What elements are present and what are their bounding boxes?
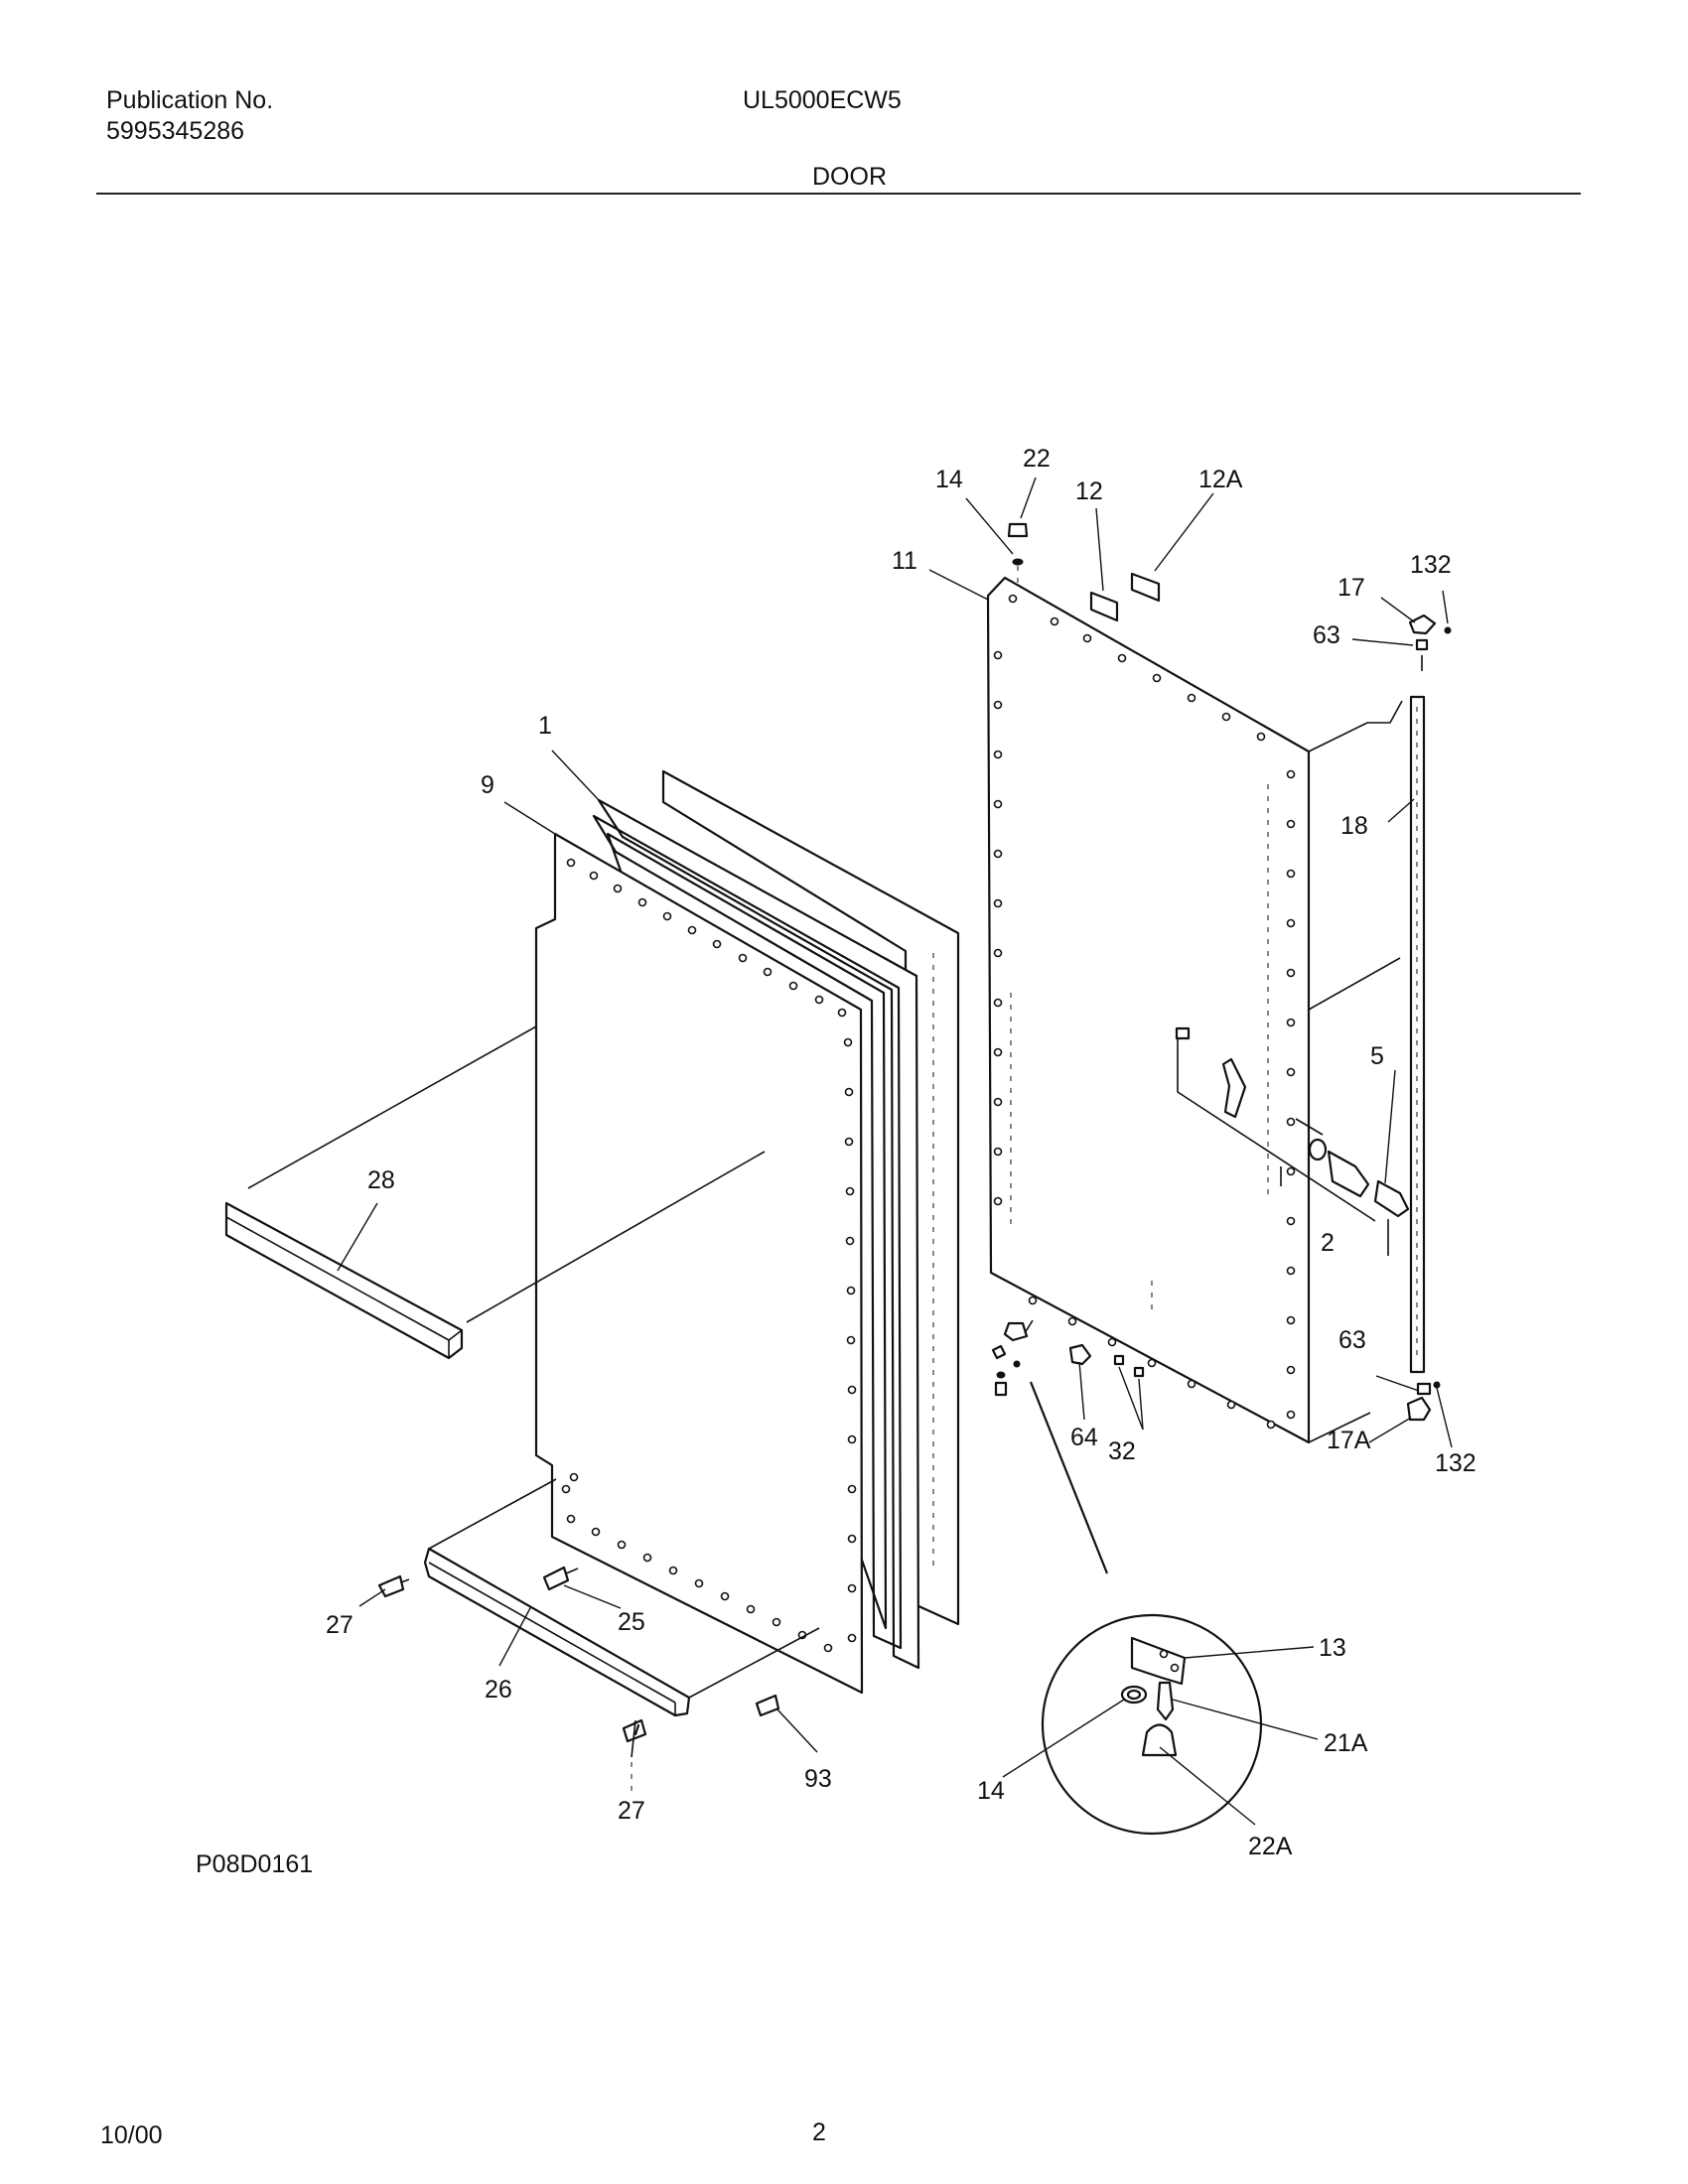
- bottom-hinge-hardware: [991, 1319, 1441, 1422]
- outer-door-panel: [986, 576, 1403, 1444]
- callout-12: 12: [1075, 478, 1103, 505]
- callout-9: 9: [481, 771, 494, 799]
- callout-93: 93: [804, 1765, 832, 1793]
- footer-date: 10/00: [100, 2121, 163, 2149]
- callout-22a: 22A: [1248, 1833, 1293, 1860]
- callout-1: 1: [538, 712, 552, 740]
- publication-number: 5995345286: [106, 117, 245, 145]
- bottom-screws: [377, 1566, 780, 1758]
- assembly-lines: [247, 1025, 820, 1797]
- callout-14-detail: 14: [977, 1777, 1005, 1805]
- callout-2: 2: [1321, 1229, 1335, 1257]
- diagram-code: P08D0161: [196, 1850, 313, 1878]
- handle-hardware: [1175, 1026, 1410, 1256]
- callout-14-top: 14: [935, 466, 963, 493]
- header-rule: [96, 193, 1581, 195]
- leader-lines: [337, 477, 1453, 1826]
- callout-18: 18: [1340, 812, 1368, 840]
- callout-64: 64: [1070, 1424, 1098, 1451]
- liner-holes: [561, 858, 857, 1653]
- callout-28: 28: [367, 1166, 395, 1194]
- panel-holes: [993, 594, 1296, 1430]
- callout-12a: 12A: [1198, 466, 1243, 493]
- callout-21a: 21A: [1324, 1729, 1368, 1757]
- callout-32: 32: [1108, 1437, 1136, 1465]
- section-title: DOOR: [812, 163, 887, 191]
- callout-11: 11: [892, 547, 917, 575]
- callout-5: 5: [1370, 1042, 1384, 1070]
- callout-63-top: 63: [1313, 621, 1340, 649]
- publication-label: Publication No.: [106, 86, 274, 114]
- top-hinge-hardware: [1007, 522, 1452, 671]
- callout-25: 25: [618, 1608, 645, 1636]
- door-liner: [534, 832, 864, 1695]
- hinge-bar: [1409, 695, 1426, 1374]
- hinge-detail-circle: [1029, 1381, 1263, 1836]
- callout-17a: 17A: [1327, 1427, 1371, 1454]
- callout-17: 17: [1337, 574, 1365, 602]
- footer-page: 2: [812, 2118, 826, 2146]
- callout-27-left: 27: [326, 1611, 353, 1639]
- callout-13: 13: [1319, 1634, 1346, 1662]
- model-number: UL5000ECW5: [743, 86, 902, 114]
- callout-27-bottom: 27: [618, 1797, 645, 1825]
- callout-132-top: 132: [1410, 551, 1452, 579]
- callout-26: 26: [485, 1676, 512, 1704]
- top-door-trim: [224, 1201, 464, 1360]
- callout-labels: 22 14 12 12A 11 17 132 63 1 9 18 5 28 2 …: [326, 445, 1477, 1860]
- callout-63-bottom: 63: [1338, 1326, 1366, 1354]
- callout-132-bottom: 132: [1435, 1449, 1477, 1477]
- callout-22: 22: [1023, 445, 1051, 473]
